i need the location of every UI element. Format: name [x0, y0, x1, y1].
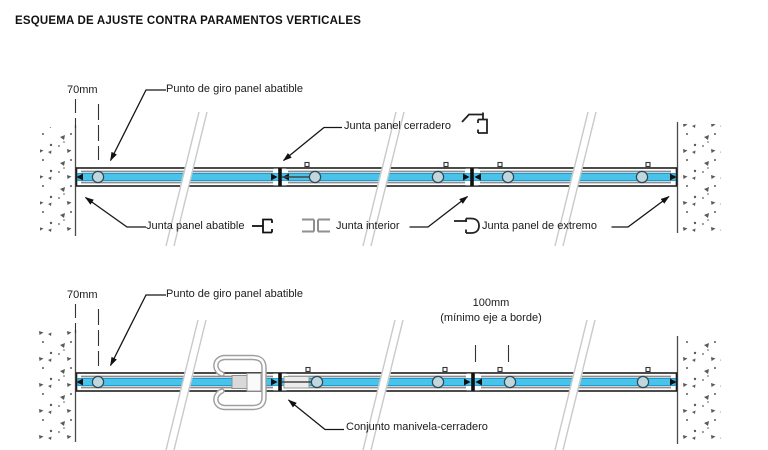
panel-core-stripe: [77, 173, 676, 181]
leader-joint-end: [611, 195, 670, 228]
dimension-ticks-100mm: [474, 345, 510, 362]
pivot-point-bottom: [91, 375, 105, 389]
dimension-lines-70mm-top: [74, 99, 100, 160]
fastener-circles-bottom: [91, 375, 650, 389]
label-pivot-bottom: Punto de giro panel abatible: [166, 288, 303, 300]
label-joint-closer: Junta panel cerradero: [344, 120, 452, 132]
leader-pivot-top: [109, 89, 166, 162]
panel-core-stripe: [77, 378, 676, 386]
leader-handle-assembly: [287, 399, 344, 431]
fixing-tabs-top: [304, 161, 651, 168]
dim-100mm: 100mm: [472, 297, 510, 309]
panel-assembly-bottom: [75, 354, 678, 411]
fastener-circles-top: [91, 170, 649, 184]
label-pivot-top: Punto de giro panel abatible: [166, 83, 303, 95]
manivela-handle: [213, 354, 267, 411]
drawing-title: ESQUEMA DE AJUSTE CONTRA PARAMENTOS VERT…: [15, 15, 362, 27]
fixing-tabs-bottom: [305, 366, 651, 373]
leader-joint-closer: [282, 126, 342, 162]
dimension-lines-70mm-bottom: [74, 304, 100, 366]
joint-interior-top: [463, 168, 481, 186]
cerradero-profile-icon: [461, 112, 488, 134]
leader-joint-hinged: [84, 196, 146, 228]
panel-assembly-top: [75, 161, 678, 187]
extremo-profile-icon: [454, 217, 480, 234]
dim-70mm-top: 70mm: [67, 84, 98, 96]
break-marks-top: [165, 111, 597, 247]
pivot-point-top: [91, 170, 105, 184]
leader-pivot-bottom: [109, 294, 166, 367]
joint-interior-bottom: [464, 373, 482, 391]
label-joint-end: Junta panel de extremo: [482, 220, 597, 232]
leader-joint-inner: [409, 195, 469, 228]
wall-lines: [74, 122, 679, 444]
dim-100mm-note: (mínimo eje a borde): [440, 312, 542, 324]
concrete-hatch-bottom-left: [39, 331, 74, 441]
interior-profile-icon: [302, 218, 330, 233]
label-joint-inner: Junta interior: [336, 220, 400, 232]
label-joint-hinged: Junta panel abatible: [146, 220, 245, 232]
concrete-hatch-top-right: [681, 124, 721, 234]
dim-70mm-bottom: 70mm: [67, 289, 98, 301]
concrete-hatch-bottom-right: [681, 339, 721, 444]
concrete-hatch-top-left: [40, 127, 74, 235]
abatible-profile-icon: [252, 218, 273, 234]
label-handle-assembly: Conjunto manivela-cerradero: [346, 421, 488, 433]
break-marks-bottom: [165, 319, 596, 450]
